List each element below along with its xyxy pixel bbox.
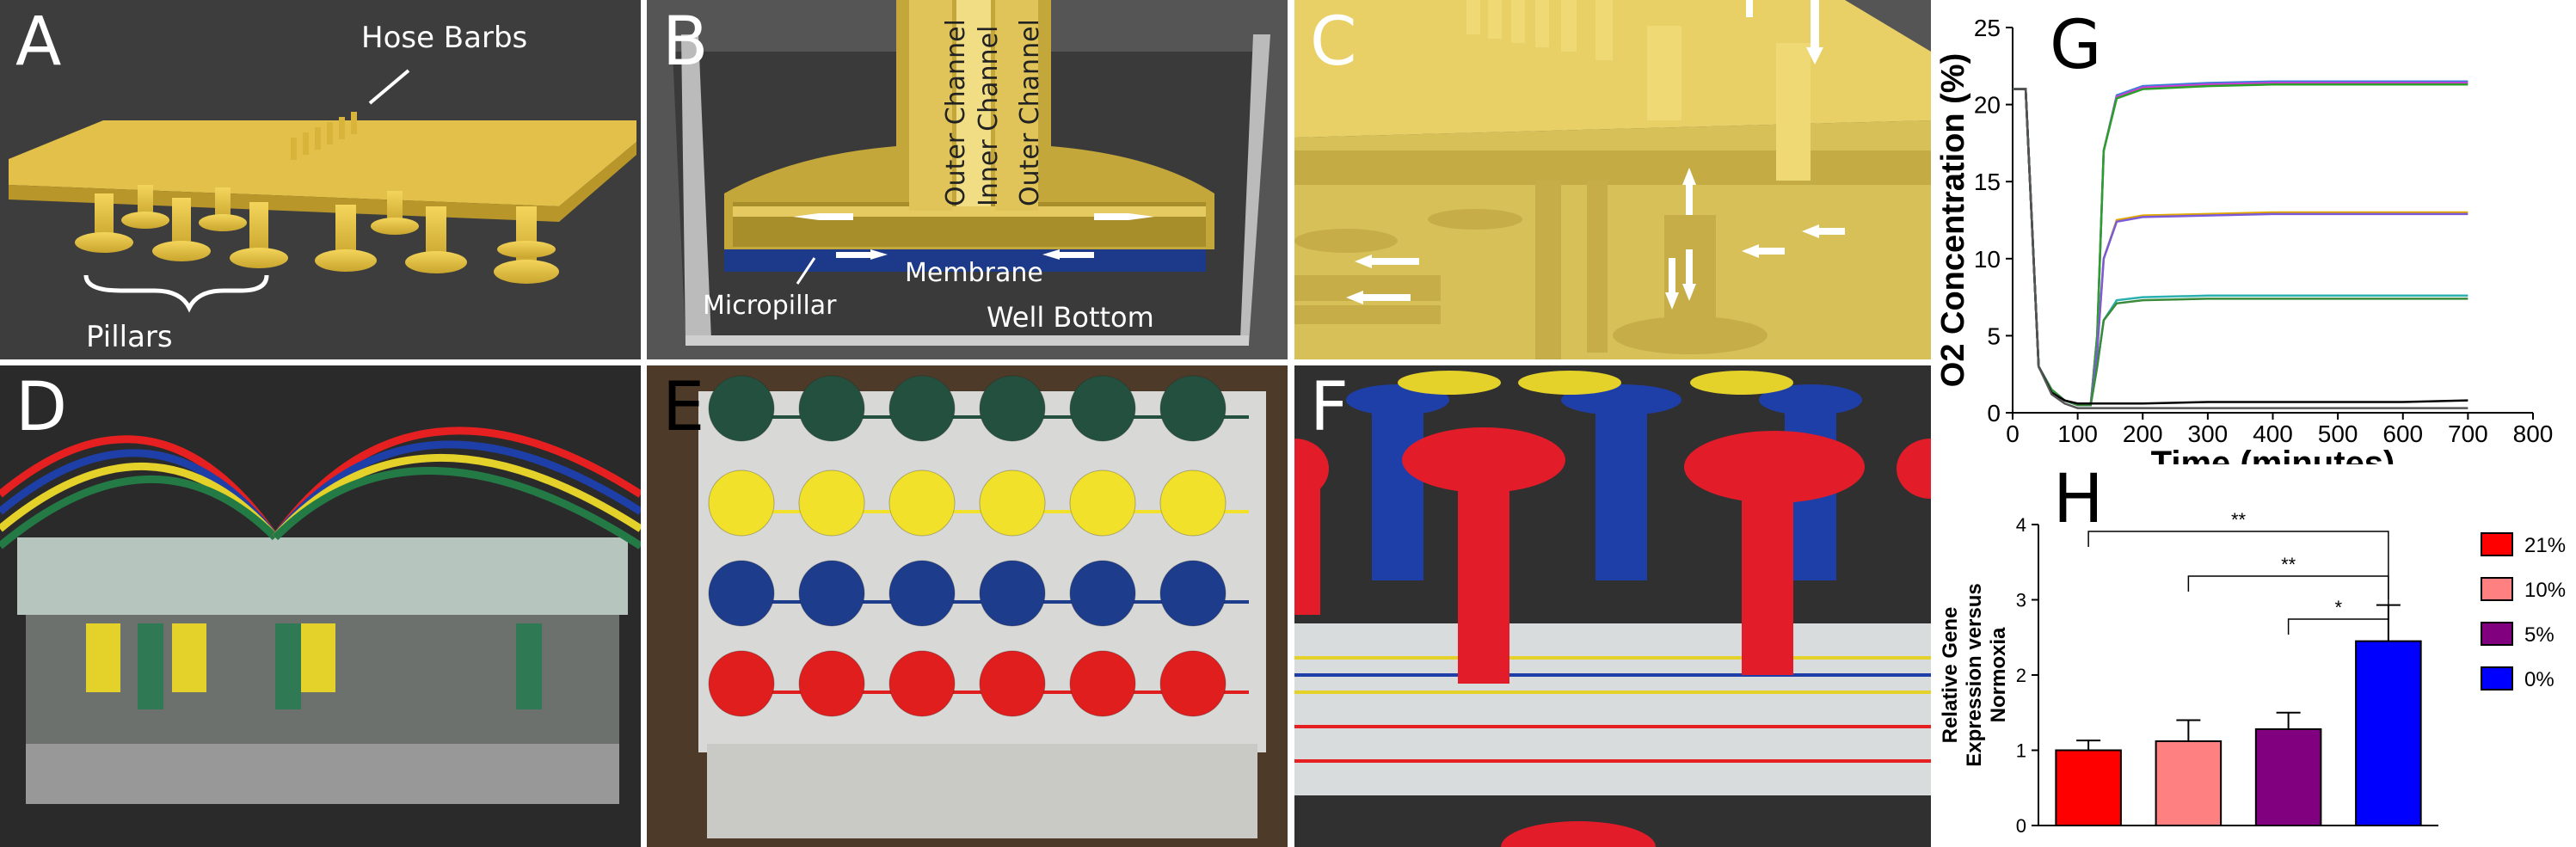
- panel-a: A Hose Barbs Pillars: [0, 0, 641, 359]
- legend-swatch: [2481, 577, 2513, 601]
- series-line: [2013, 88, 2468, 407]
- panel-f: F: [1294, 365, 1931, 847]
- panel-label-f: F: [1310, 369, 1349, 446]
- annotation-outer-channel-left: Outer Channel: [941, 19, 971, 206]
- y-tick-label: 20: [1974, 92, 2001, 119]
- panel-label-d: D: [15, 369, 68, 446]
- legend-swatch: [2481, 532, 2513, 556]
- device-render-a: [9, 69, 636, 313]
- panel-label-e: E: [662, 369, 705, 446]
- annotation-membrane: Membrane: [905, 258, 1043, 288]
- panel-label-g: G: [2050, 7, 2102, 84]
- bar: [2155, 740, 2222, 826]
- cross-section-render-b: [647, 0, 1288, 359]
- annotation-hose-barbs: Hose Barbs: [361, 21, 528, 55]
- legend-label: 21%: [2524, 534, 2566, 557]
- legend-swatch: [2481, 622, 2513, 646]
- series-line: [2013, 82, 2468, 407]
- bar: [2055, 749, 2122, 826]
- y-axis-label: Relative GeneExpression versusNormoxia: [1939, 583, 2010, 766]
- series-line: [2013, 88, 2468, 407]
- panel-d: D: [0, 365, 641, 847]
- x-tick-label: 200: [2123, 420, 2163, 447]
- x-tick-label: 500: [2318, 420, 2358, 447]
- series-line: [2013, 80, 2468, 407]
- significance-label: *: [2334, 597, 2342, 618]
- annotation-inner-channel: Inner Channel: [974, 25, 1004, 206]
- panel-label-h: H: [2053, 464, 2104, 538]
- significance-label: **: [2281, 554, 2296, 575]
- cutaway-render-c: [1294, 0, 1931, 359]
- significance-bracket: [2187, 575, 2389, 600]
- device-photo-e: [647, 365, 1288, 847]
- y-tick-label: 15: [1974, 169, 2001, 195]
- bar: [2355, 640, 2422, 826]
- legend-label: 0%: [2524, 668, 2554, 691]
- legend-label: 10%: [2524, 579, 2566, 602]
- x-tick-label: 400: [2253, 420, 2293, 447]
- significance-bracket: [2087, 531, 2389, 600]
- x-tick-label: 600: [2382, 420, 2423, 447]
- series-line: [2013, 83, 2468, 407]
- series-line: [2013, 88, 2468, 407]
- series-line: [2013, 88, 2468, 407]
- y-tick-label: 3: [2016, 590, 2026, 611]
- annotation-well-bottom: Well Bottom: [987, 301, 1154, 334]
- panel-label-c: C: [1310, 3, 1357, 81]
- bar: [2254, 728, 2322, 826]
- x-tick-label: 300: [2188, 420, 2229, 447]
- series-line: [2013, 88, 2468, 405]
- y-tick-label: 1: [2016, 740, 2026, 762]
- y-tick-label: 0: [1987, 400, 2001, 427]
- panel-e: E: [647, 365, 1288, 847]
- device-photo-d: [0, 365, 641, 847]
- panel-label-a: A: [15, 3, 62, 81]
- y-tick-label: 0: [2016, 815, 2026, 837]
- y-tick-label: 25: [1974, 15, 2001, 41]
- panel-label-b: B: [662, 3, 709, 81]
- annotation-pillars: Pillars: [86, 320, 173, 354]
- device-photo-f: [1294, 365, 1931, 847]
- annotation-micropillar: Micropillar: [703, 291, 837, 321]
- legend-label: 5%: [2524, 623, 2554, 647]
- panel-b: B Outer Channel Inner Channel Outer Chan…: [647, 0, 1288, 359]
- x-tick-label: 800: [2513, 420, 2554, 447]
- annotation-outer-channel-right: Outer Channel: [1015, 19, 1045, 206]
- series-line: [2013, 88, 2468, 409]
- significance-label: **: [2231, 509, 2247, 531]
- significance-bracket: [2287, 599, 2389, 635]
- x-tick-label: 100: [2057, 420, 2098, 447]
- x-tick-label: 700: [2448, 420, 2488, 447]
- y-tick-label: 10: [1974, 246, 2001, 273]
- legend-swatch: [2481, 666, 2513, 690]
- y-tick-label: 2: [2016, 665, 2026, 686]
- y-axis-label: O2 Concentration (%): [1935, 53, 1971, 387]
- x-tick-label: 0: [2006, 420, 2020, 447]
- y-tick-label: 4: [2016, 514, 2026, 536]
- y-tick-label: 5: [1987, 322, 2001, 349]
- panel-c: C: [1294, 0, 1931, 359]
